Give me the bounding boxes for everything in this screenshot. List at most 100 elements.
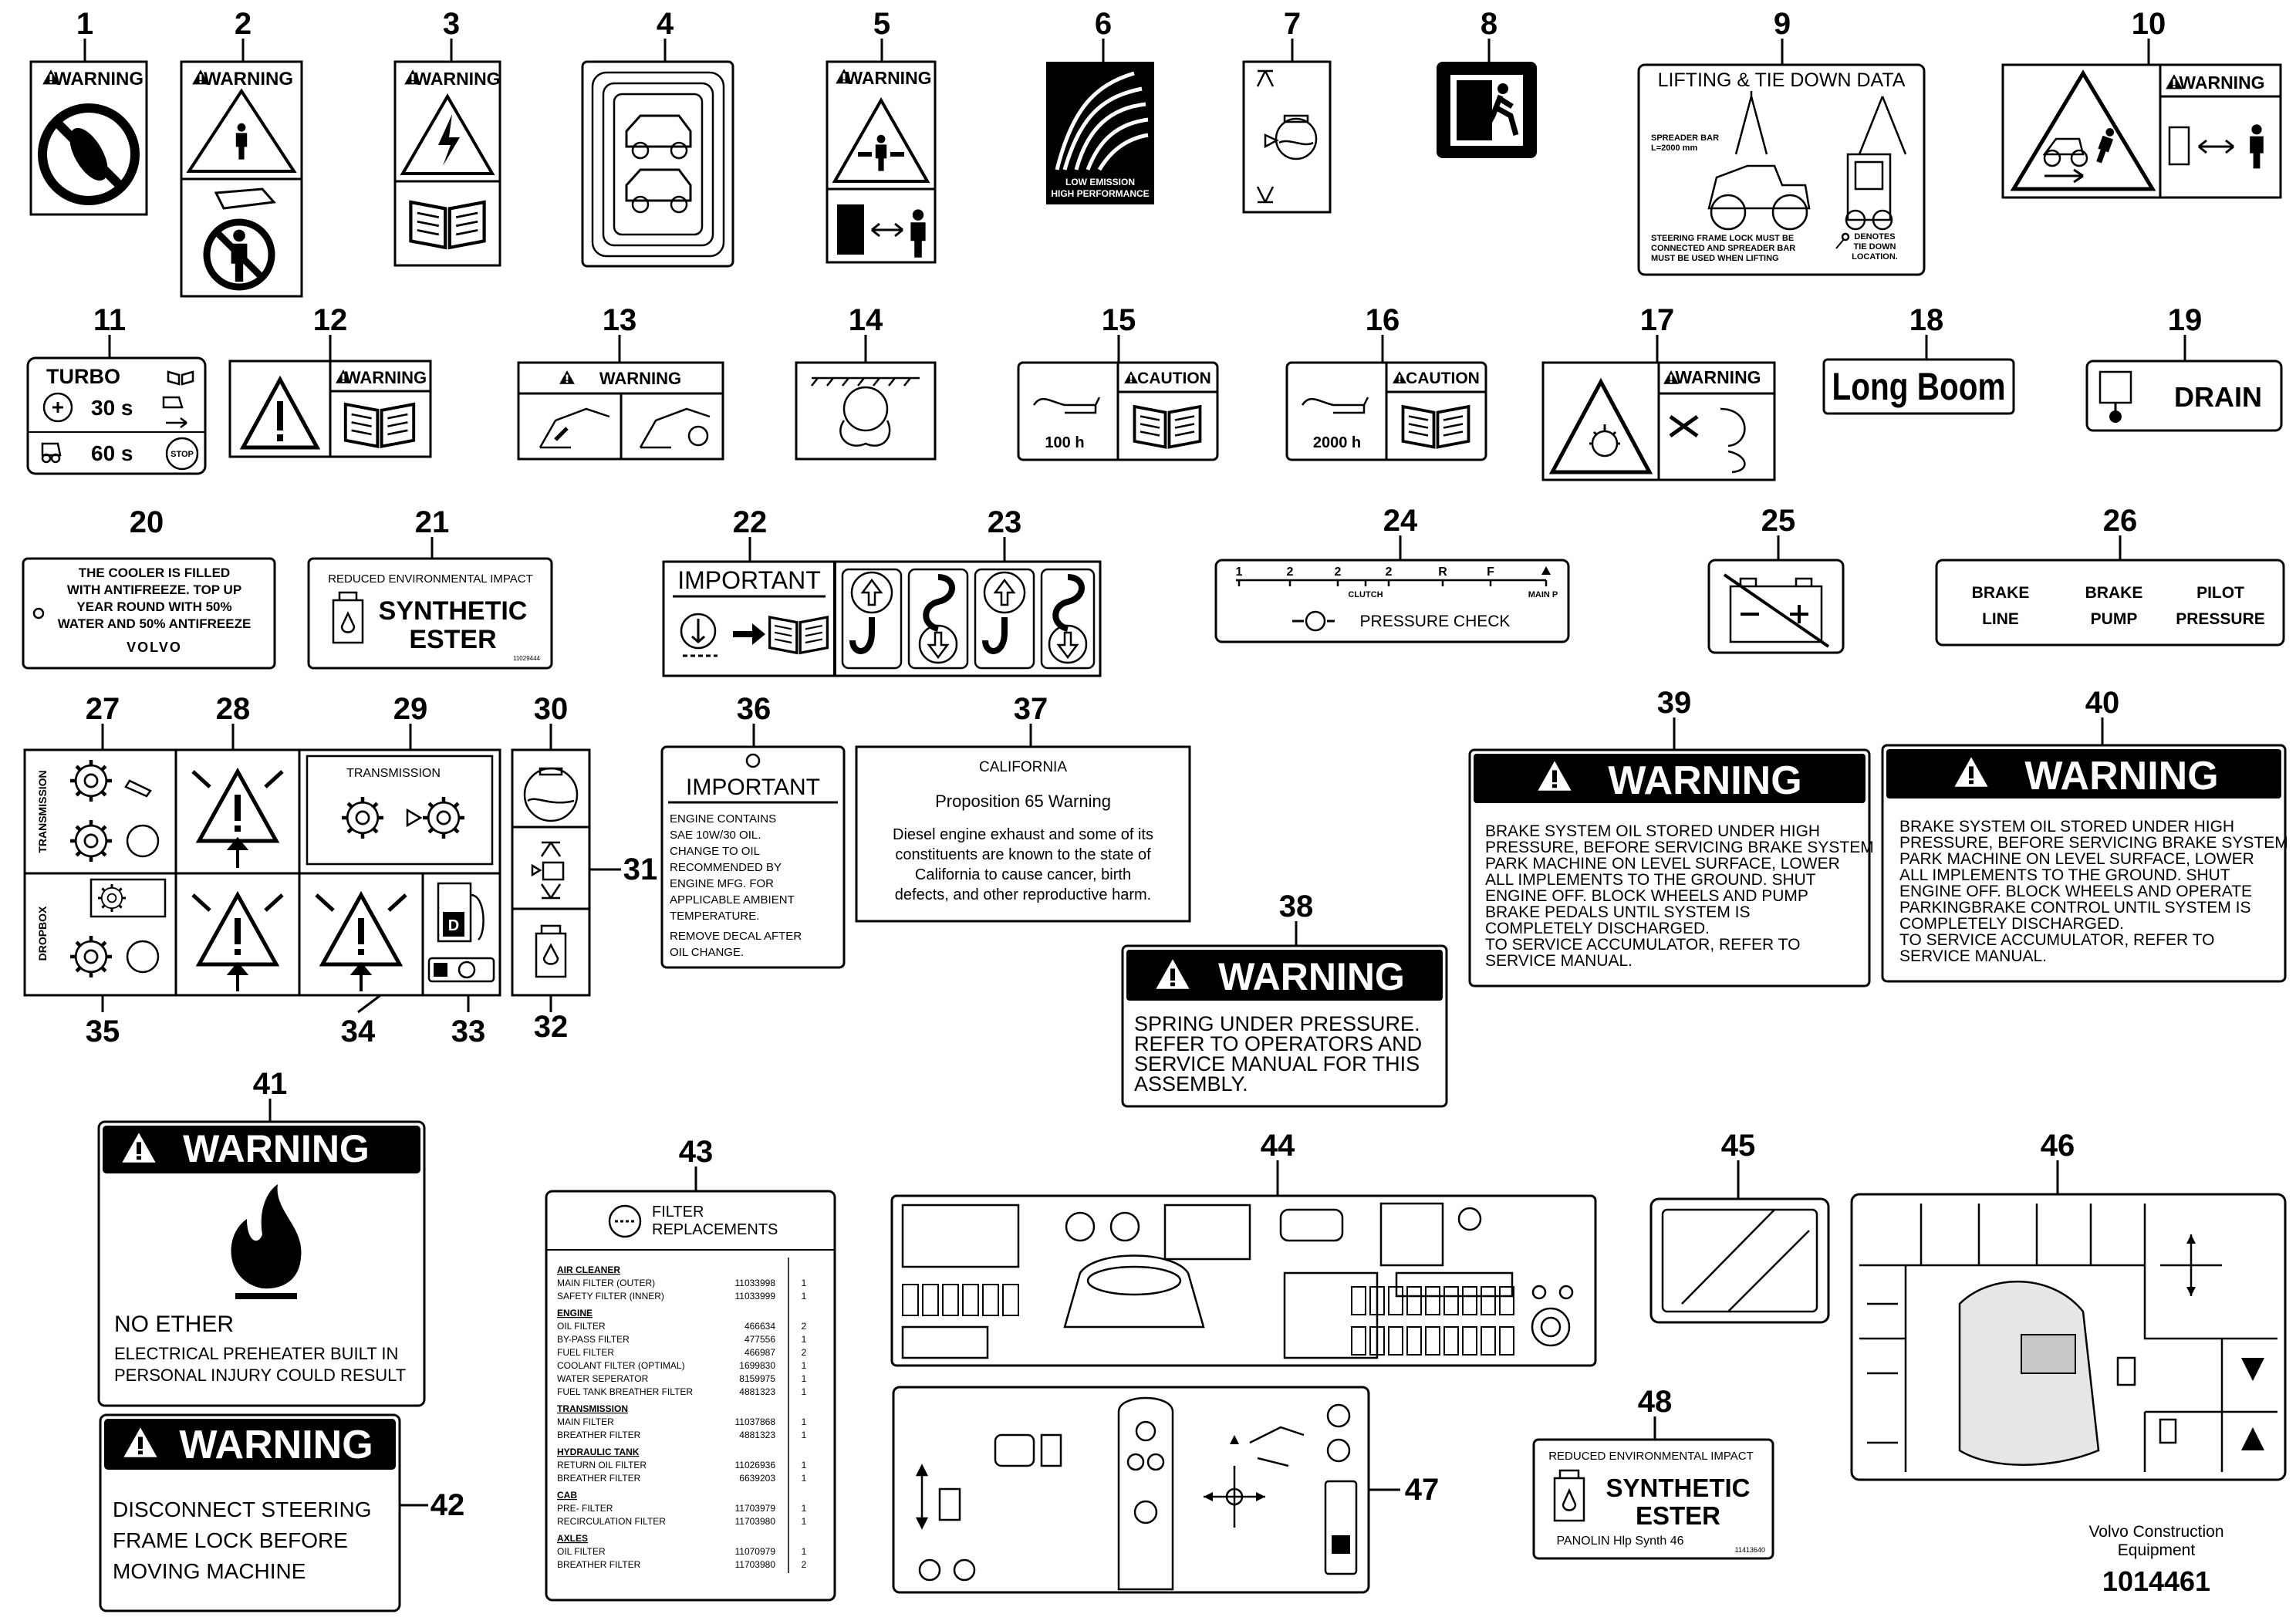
spring-line-1: SPRING UNDER PRESSURE.	[1134, 1012, 1420, 1035]
decal-21-ester: ESTER	[409, 625, 496, 654]
callout-15: 15	[1102, 303, 1136, 337]
decal-41-no-ether: WARNING NO ETHER ELECTRICAL PREHEATER BU…	[97, 1120, 426, 1407]
decal-16-hours: 2000 h	[1313, 434, 1361, 451]
decal-24-pressure-check: 1 2 2 2 R F CLUTCH MAIN P PRESSURE CHECK	[1214, 559, 1570, 643]
filter-name: FUEL TANK BREATHER FILTER	[557, 1386, 693, 1397]
engine-oil-5: ENGINE MFG. FOR	[670, 877, 774, 890]
dashboard-switch	[1462, 1286, 1477, 1315]
decal-36-important: IMPORTANT	[686, 775, 820, 800]
decal-9-lifting: LIFTING & TIE DOWN DATA SPREADER BAR L=2…	[1637, 63, 1926, 276]
dashboard-switch	[1499, 1326, 1514, 1356]
filter-group-heading: ENGINE	[557, 1308, 593, 1318]
brake40-5: ENGINE OFF. BLOCK WHEELS AND OPERATE	[1899, 883, 2252, 900]
callout-28: 28	[216, 692, 251, 726]
brake-pump-2: PUMP	[2091, 610, 2138, 628]
decal-38-spring: WARNING SPRING UNDER PRESSURE. REFER TO …	[1121, 944, 1448, 1108]
dashboard-switch	[1443, 1326, 1459, 1356]
filter-quantity: 1	[802, 1334, 807, 1345]
engine-oil-3: CHANGE TO OIL	[670, 845, 760, 858]
drawing-number: 1014461	[2102, 1565, 2210, 1597]
decal-39-brake-warning: WARNING BRAKE SYSTEM OIL STORED UNDER HI…	[1468, 748, 1874, 988]
filter-name: OIL FILTER	[557, 1546, 606, 1557]
turbo-30s: 30 s	[91, 396, 133, 420]
callout-19: 19	[2168, 303, 2203, 337]
decal-16-caution: CAUTION	[1406, 370, 1480, 387]
callout-4: 4	[657, 7, 674, 41]
filter-name: OIL FILTER	[557, 1321, 606, 1332]
brake-line-1: BRAKE	[1972, 584, 2030, 602]
callout-27: 27	[86, 692, 120, 726]
filter-part-number: 477556	[745, 1334, 775, 1345]
decal-42-steering-lock: WARNING DISCONNECT STEERING FRAME LOCK B…	[99, 1413, 401, 1612]
callout-20: 20	[130, 505, 164, 539]
decal-25-battery	[1707, 559, 1845, 654]
dashboard-switch	[1351, 1286, 1366, 1315]
callout-48: 48	[1638, 1385, 1673, 1419]
filter-name: MAIN FILTER	[557, 1416, 614, 1427]
dashboard-switch	[1369, 1326, 1385, 1356]
decal-12-read-manual: WARNING	[228, 360, 432, 458]
long-boom-label: Long Boom	[1832, 365, 2006, 408]
ether-line-2: PERSONAL INJURY COULD RESULT	[114, 1366, 406, 1385]
decal-21-reduced: REDUCED ENVIRONMENTAL IMPACT	[328, 572, 533, 586]
filter-name: MAIN FILTER (OUTER)	[557, 1278, 655, 1288]
brake40-2: PRESSURE, BEFORE SERVICING BRAKE SYSTEM	[1899, 834, 2288, 852]
steering-line-2: CONNECTED AND SPREADER BAR	[1651, 244, 1795, 253]
clutch-label: CLUTCH	[1348, 590, 1383, 599]
decal-48-reduced: REDUCED ENVIRONMENTAL IMPACT	[1548, 1450, 1754, 1463]
decal-21-part: 11029444	[513, 655, 541, 662]
engine-oil-7: TEMPERATURE.	[670, 910, 759, 923]
callout-22: 22	[733, 505, 768, 539]
callout-34: 34	[341, 1015, 376, 1048]
decal-3-electrical: WARNING	[393, 60, 501, 267]
decal-39-warning: WARNING	[1608, 758, 1801, 803]
company-name-2: Equipment	[2118, 1541, 2196, 1559]
callout-41: 41	[253, 1067, 288, 1101]
decal-7-level	[1242, 60, 1332, 214]
filter-quantity: 1	[802, 1516, 807, 1527]
decal-17-fan: WARNING	[1541, 361, 1776, 481]
filter-part-number: 11026936	[735, 1460, 776, 1470]
filter-part-number: 11070979	[735, 1546, 776, 1557]
callout-35: 35	[86, 1015, 120, 1048]
dashboard-switch	[1406, 1286, 1422, 1315]
callout-8: 8	[1481, 7, 1497, 41]
callout-44: 44	[1261, 1129, 1295, 1163]
drain-label: DRAIN	[2174, 381, 2262, 413]
decal-40-warning: WARNING	[2024, 754, 2218, 798]
callout-11: 11	[93, 303, 126, 337]
brake-line-2: LINE	[1982, 610, 2019, 628]
decal-46-controls-diagram	[1850, 1193, 2287, 1481]
callout-17: 17	[1640, 303, 1675, 337]
svg-text:D: D	[448, 917, 459, 934]
callout-5: 5	[873, 7, 890, 41]
prop65-title: Proposition 65 Warning	[935, 792, 1111, 811]
callout-26: 26	[2103, 504, 2138, 538]
decal-10-runover: WARNING	[2001, 63, 2282, 199]
dashboard-switch	[1406, 1326, 1422, 1356]
filter-quantity: 2	[802, 1559, 807, 1570]
brake39-4: ALL IMPLEMENTS TO THE GROUND. SHUT	[1485, 871, 1816, 889]
dashboard-switch	[902, 1284, 919, 1316]
hook-arrows	[841, 568, 1096, 670]
callout-18: 18	[1909, 303, 1944, 337]
brake-pump-1: BRAKE	[2085, 584, 2143, 602]
filter-part-number: 11703980	[735, 1516, 776, 1527]
engine-oil-2: SAE 10W/30 OIL.	[670, 829, 761, 842]
spring-line-2: REFER TO OPERATORS AND	[1134, 1032, 1422, 1055]
brake40-6: PARKINGBRAKE CONTROL UNTIL SYSTEM IS	[1899, 899, 2250, 917]
decal-8-emergency-exit	[1437, 62, 1537, 158]
filter-part-number: 6639203	[739, 1473, 775, 1484]
callout-23: 23	[988, 505, 1022, 539]
callout-16: 16	[1366, 303, 1400, 337]
filter-group-heading: TRANSMISSION	[557, 1403, 628, 1414]
steering-line-3: MUST BE USED WHEN LIFTING	[1651, 254, 1779, 263]
decal-37-prop65: CALIFORNIA Proposition 65 Warning Diesel…	[855, 745, 1191, 923]
pressure-mark-3: 2	[1335, 566, 1342, 579]
decal-38-warning: WARNING	[1218, 955, 1405, 998]
pressure-check-label: PRESSURE CHECK	[1360, 613, 1511, 630]
main-p-label: MAIN P	[1528, 590, 1558, 599]
dashboard-switch	[1481, 1286, 1496, 1315]
